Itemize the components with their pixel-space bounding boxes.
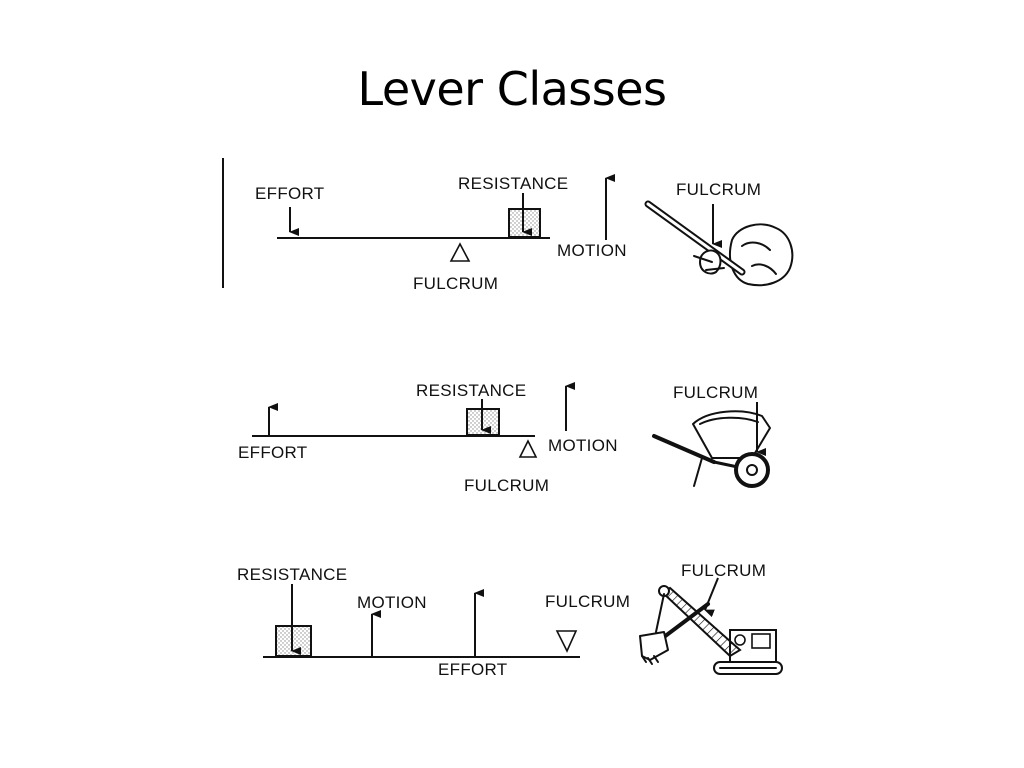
motion-label: MOTION xyxy=(557,241,627,260)
third-class-diagram: RESISTANCE MOTION EFFORT FULCRUM FULCRUM xyxy=(237,561,783,679)
fulcrum-label: FULCRUM xyxy=(545,592,630,611)
effort-label: EFFORT xyxy=(255,184,325,203)
fulcrum-triangle xyxy=(449,242,471,262)
illustration-fulcrum-label: FULCRUM xyxy=(676,180,761,199)
second-class-diagram: EFFORT RESISTANCE FULCRUM MOTION FULCRUM xyxy=(238,381,771,495)
first-class-diagram: EFFORT RESISTANCE FULCRUM MOTION FULCRUM xyxy=(222,158,794,293)
effort-label: EFFORT xyxy=(238,443,308,462)
fulcrum-label: FULCRUM xyxy=(413,274,498,293)
motion-label: MOTION xyxy=(357,593,427,612)
resistance-block xyxy=(508,208,541,238)
wheelbarrow-icon xyxy=(652,402,771,488)
effort-label: EFFORT xyxy=(438,660,508,679)
illustration-fulcrum-label: FULCRUM xyxy=(681,561,766,580)
resistance-block xyxy=(275,625,312,657)
shovel-fulcrum-arrow xyxy=(704,577,719,618)
illustration-fulcrum-label: FULCRUM xyxy=(673,383,758,402)
fulcrum-triangle xyxy=(555,630,578,653)
power-shovel-icon xyxy=(639,577,783,675)
slide-title: Lever Classes xyxy=(357,62,667,116)
resistance-label: RESISTANCE xyxy=(458,174,568,193)
fulcrum-label: FULCRUM xyxy=(464,476,549,495)
resistance-label: RESISTANCE xyxy=(237,565,347,584)
motion-label: MOTION xyxy=(548,436,618,455)
crowbar-lifting-rock-icon xyxy=(644,200,794,287)
fulcrum-triangle xyxy=(518,439,538,458)
resistance-label: RESISTANCE xyxy=(416,381,526,400)
